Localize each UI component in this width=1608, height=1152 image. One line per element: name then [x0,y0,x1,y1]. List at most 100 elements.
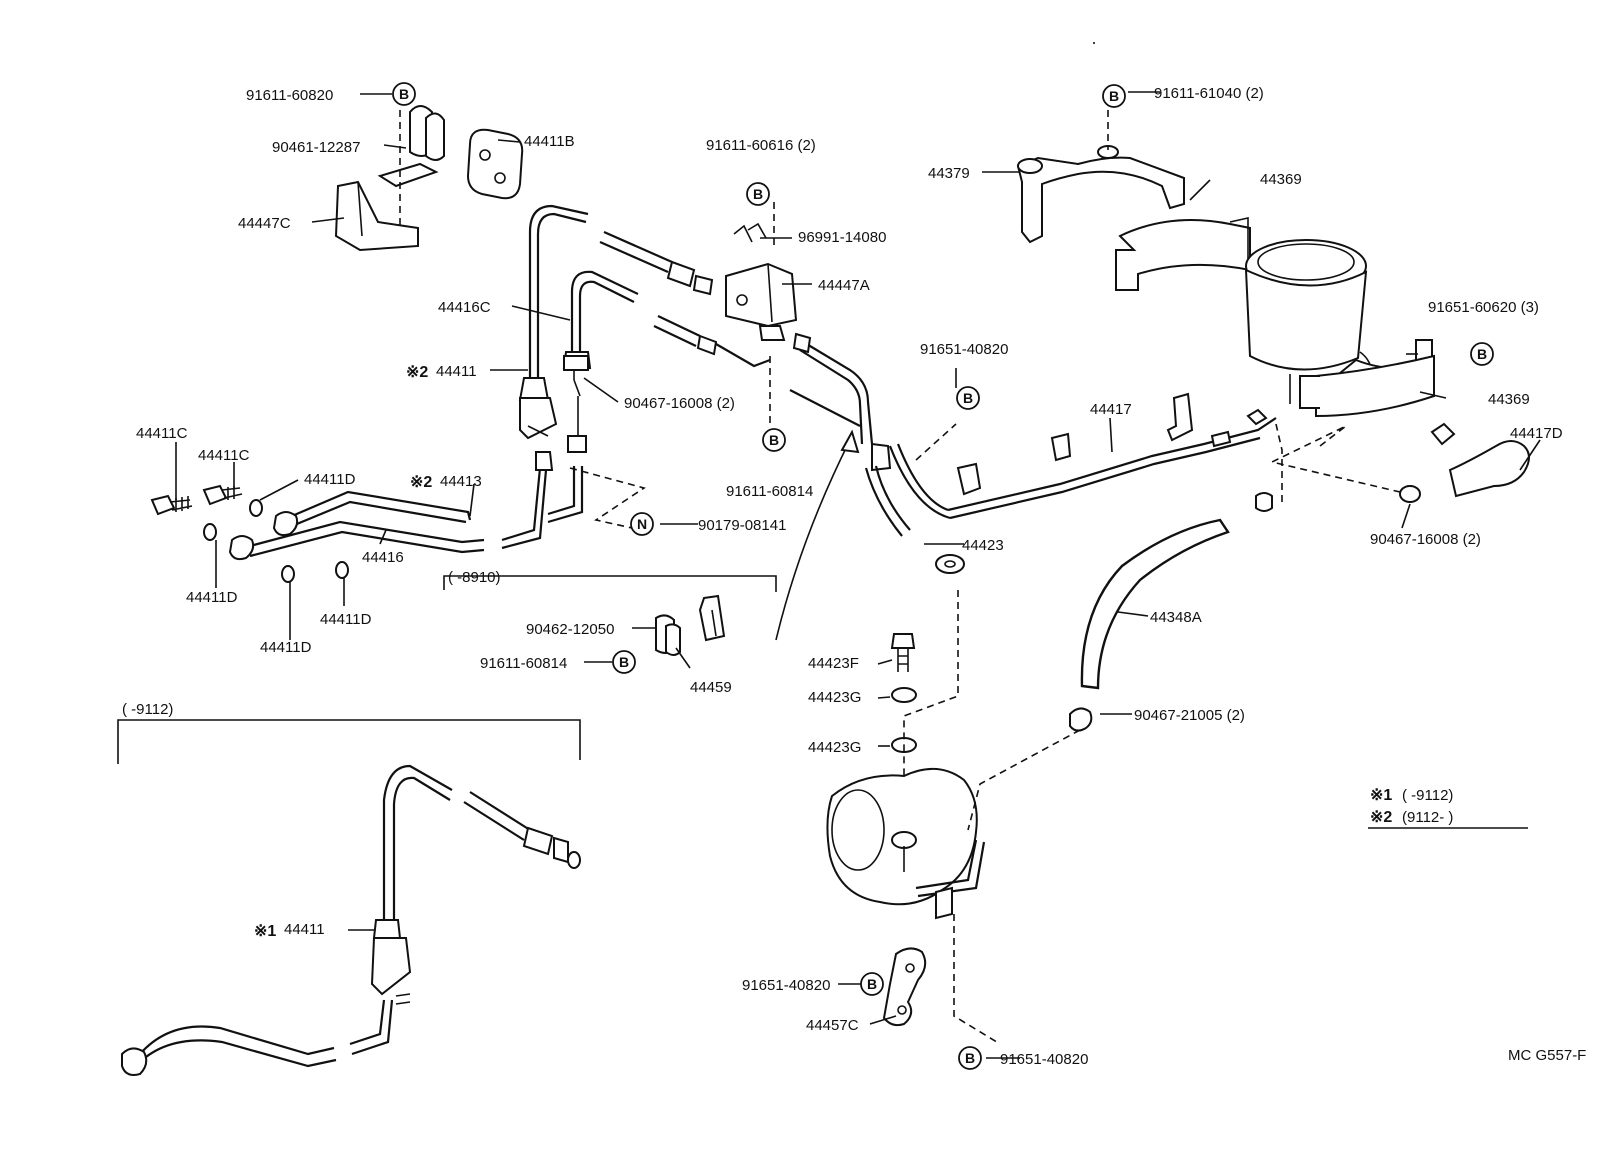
n-badge-letter: N [637,516,647,532]
label-44379: 44379 [928,165,970,182]
clamp-90467-16008-left [563,355,589,397]
legend-mark-1: ※1 [1370,787,1392,804]
label-91611-60820: 91611-60820 [246,87,333,104]
star2-marker: ※2 [410,474,432,491]
power-steering-pump [826,767,1001,1045]
n-badge-90179-08141: N [630,512,654,536]
bracket-44447a [696,262,798,368]
b-badge-91651-40820b: B [860,972,884,996]
b-badge-letter: B [619,654,629,670]
clamp-44459-group [655,594,726,656]
bracket-44379 [1016,110,1185,244]
b-badge-91611-60616: B [746,182,770,206]
label-44423g-a: 44423G [808,689,861,706]
label-90462-12050: 90462-12050 [526,621,614,638]
label-44423g-b: 44423G [808,739,861,756]
label-91651-40820-lower: 91651-40820 [1000,1051,1088,1068]
label-44417d: 44417D [1510,425,1563,442]
legend-range-2: (9112- ) [1402,809,1453,826]
label-91651-60620: 91651-60620 (3) [1428,299,1539,316]
label-44411d-c: 44411D [320,611,372,628]
legend-range-1: ( -9112) [1402,787,1453,804]
bracket-44457c [882,947,927,1027]
label-44413: 44413 [440,473,482,490]
label-44416c: 44416C [438,299,491,316]
label-44447a: 44447A [818,277,870,294]
label-44417: 44417 [1090,401,1132,418]
label-90467-16008-left: 90467-16008 (2) [624,395,735,412]
label-44411-star2: 44411 [436,363,477,380]
b-badge-letter: B [963,390,973,406]
label-91611-60814-upper: 91611-60814 [726,483,813,500]
b-badge-letter: B [753,186,763,202]
callout-arrow-head [840,429,860,454]
label-44411b: 44411B [524,133,575,150]
range-9112-bracket [117,719,581,764]
banjo-bolts-44411c [150,484,243,516]
return-tube-44416c [562,270,701,369]
leader-lines [175,42,1541,1059]
label-44423: 44423 [962,537,1004,554]
label-44369-lower: 44369 [1488,391,1530,408]
pressure-tube-44423-upper [789,332,965,574]
label-44447c: 44447C [238,215,291,232]
label-91651-40820-mid: 91651-40820 [742,977,830,994]
part-labels: 91611-60820 90461-12287 44411B 44447C 91… [122,85,1586,1068]
label-90179-08141: 90179-08141 [698,517,786,534]
b-badge-91611-60814a: B [762,428,786,452]
watermark-code: MC G557-F [1508,1047,1586,1064]
label-44416: 44416 [362,549,404,566]
pressure-hose-44411-upper [518,204,714,440]
band-44369-lower [1299,354,1435,418]
b-badge-letter: B [1477,346,1487,362]
b-badge-91651-40820c: B [958,1046,982,1070]
range-legend: ※1 ( -9112) ※2 (9112- ) [1368,787,1528,829]
pressure-hose-44411-lower [121,764,581,1076]
label-44411d-a: 44411D [304,471,356,488]
label-90467-21005: 90467-21005 (2) [1134,707,1245,724]
legend-mark-2: ※2 [1370,809,1392,826]
label-44411c-a: 44411C [136,425,188,442]
gaskets-44411d [203,499,349,583]
b-badge-letter: B [867,976,877,992]
label-44423f: 44423F [808,655,859,672]
label-44369-upper: 44369 [1260,171,1302,188]
label-range-8910: ( -8910) [448,569,501,586]
b-badge-91611-60814b: B [612,650,636,674]
b-badge-letter: B [1109,88,1119,104]
label-90461-12287: 90461-12287 [272,139,360,156]
b-badge-letter: B [965,1050,975,1066]
star1-marker: ※1 [254,923,276,940]
label-90467-16008-right: 90467-16008 (2) [1370,531,1481,548]
label-44348a: 44348A [1150,609,1202,626]
star2-marker: ※2 [406,364,428,381]
cushion-44411b [466,128,524,200]
b-badge-91651-40820a: B [956,386,980,410]
washer-44423g [891,687,917,753]
label-44411d-b: 44411D [186,589,238,606]
b-badge-91611-61040: B [1102,84,1126,108]
dash-guide-44423 [903,590,959,776]
suction-hose-44348a [1080,423,1283,690]
label-91611-60814-lower: 91611-60814 [480,655,567,672]
label-91611-61040: 91611-61040 (2) [1154,85,1264,102]
label-91651-40820-upper: 91651-40820 [920,341,1008,358]
label-44411d-d: 44411D [260,639,312,656]
return-lines-44413-44416 [228,396,587,561]
label-91611-60616: 91611-60616 (2) [706,137,816,154]
union-bolt-44423f [890,633,916,672]
b-badge-letter: B [769,432,779,448]
range-8910-bracket [443,575,777,592]
label-44411c-b: 44411C [198,447,250,464]
bracket-44447c-group [334,98,445,252]
suction-hose-44417d [1269,422,1530,503]
dash-guides [569,202,957,529]
b-badge-letter: B [399,86,409,102]
band-44369-upper [1115,217,1251,291]
label-44459: 44459 [690,679,732,696]
label-44457c: 44457C [806,1017,859,1034]
label-range-9112: ( -9112) [122,701,173,718]
clip-96991-14080 [733,222,767,243]
